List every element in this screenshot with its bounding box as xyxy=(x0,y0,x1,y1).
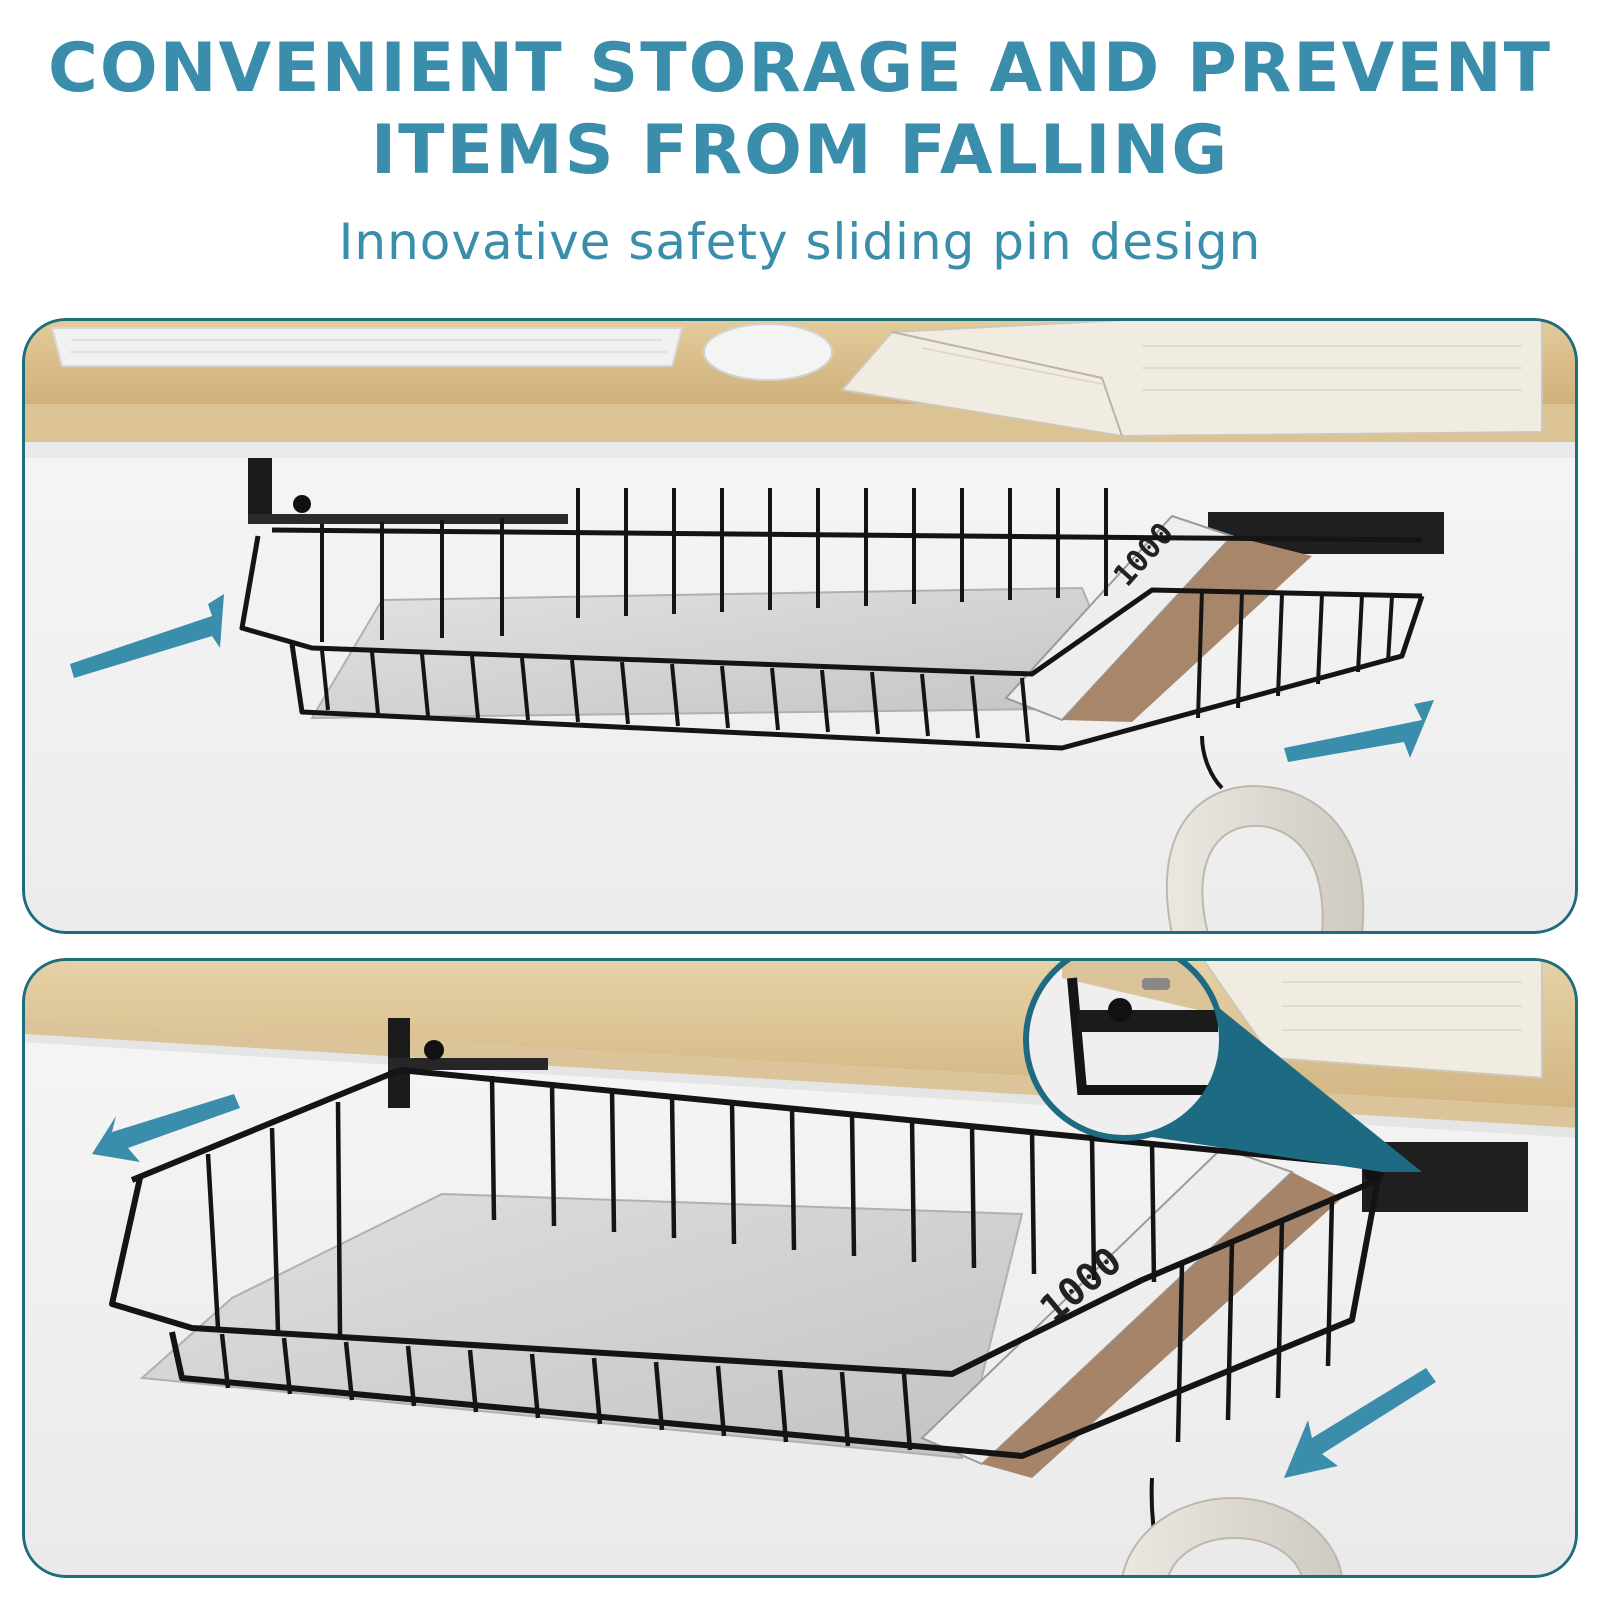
headphone-image xyxy=(1120,1477,1344,1578)
panel-frame xyxy=(22,958,1578,1578)
wire-basket xyxy=(239,488,1425,751)
safety-pin-knob xyxy=(293,495,311,513)
magnifier-callout xyxy=(1023,958,1422,1172)
panel-frame xyxy=(22,318,1578,934)
arrow-icon-outward-right xyxy=(1284,700,1434,762)
headline-line-2: ITEMS FROM FALLING xyxy=(370,111,1230,190)
headline: CONVENIENT STORAGE AND PREVENT ITEMS FRO… xyxy=(0,28,1600,192)
book-image xyxy=(840,318,1543,438)
keyboard-image xyxy=(50,327,684,367)
safety-pin-knob xyxy=(424,1040,444,1060)
mount-rail xyxy=(248,514,568,524)
retracted-basket-scene: 1000 xyxy=(22,318,1578,934)
subheadline: Innovative safety sliding pin design xyxy=(338,213,1262,271)
arrow-icon-outward-left xyxy=(92,1094,240,1162)
desk-underside xyxy=(22,442,1578,458)
mouse-image xyxy=(703,323,833,381)
bracket-left xyxy=(248,458,272,522)
headline-line-1: CONVENIENT STORAGE AND PREVENT xyxy=(47,29,1553,108)
book-image xyxy=(1200,958,1543,1080)
arrow-icon-outward-bottom-right xyxy=(1284,1368,1436,1478)
arrow-icon-inward-left xyxy=(70,594,224,678)
extended-basket-scene: 1000 xyxy=(22,958,1578,1578)
wire-basket xyxy=(109,1067,1381,1459)
panel-extended-basket: 1000 xyxy=(22,958,1578,1578)
mount-rail xyxy=(388,1058,548,1070)
headphone-image xyxy=(1165,735,1365,934)
panel-retracted-basket: 1000 xyxy=(22,318,1578,934)
